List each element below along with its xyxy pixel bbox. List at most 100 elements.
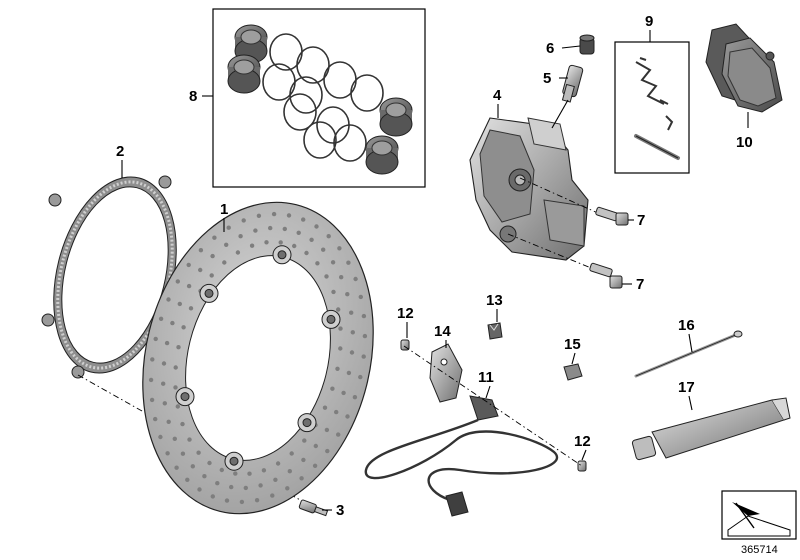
disc-hole [278,240,283,245]
disc-hole [158,316,164,321]
disc-hole [172,436,177,441]
disc-hole [181,325,186,330]
disc-hole [256,213,262,218]
disc-hole [198,248,204,253]
disc-hole [161,361,167,366]
disc-screw [298,499,329,517]
callout-6: 6 [546,40,554,57]
disc-hole [222,260,227,265]
callout-12-lower: 12 [574,433,591,450]
disc-hole [299,476,304,481]
disc-hole [153,416,158,422]
disc-hole [296,230,301,235]
disc-hole [164,340,170,346]
disc-hole [186,262,191,268]
disc-bobbin-hole [277,250,287,260]
disc-hole [238,234,243,239]
disc-hole [330,386,335,391]
caliper-bolt-upper [595,206,629,226]
disc-hole [188,306,194,311]
disc-hole [326,234,331,239]
disc-hole [190,464,195,469]
disc-hole [275,461,281,466]
pad-fitting-kit-frame [614,41,690,174]
disc-hole [345,292,350,297]
disc-hole [346,370,352,376]
disc-hole [226,225,231,230]
disc-hole [301,217,306,222]
piston-top-left [234,24,268,64]
disc-hole [309,237,314,242]
disc-hole [361,313,367,319]
disc-hole [215,481,220,486]
disc-hole [166,419,171,424]
callout-4: 4 [493,87,502,104]
disc-hole [325,448,330,454]
disc-hole [165,451,170,456]
disc-hole [322,405,328,410]
disc-hole [224,498,230,503]
piston-mid-right [379,97,413,137]
disc-hole [202,474,207,479]
disc-hole [334,409,339,415]
disc-hole [185,477,190,482]
disc-hole [148,377,154,383]
callout-labels: 1 2 3 4 5 6 7 7 8 9 10 11 12 12 13 14 15… [116,13,753,519]
disc-hole [264,240,269,245]
disc-hole [304,250,309,256]
disc-hole [285,486,290,491]
disc-hole [253,228,258,233]
abs-sensor-ring [41,175,177,379]
disc-hole [336,307,341,312]
disc-hole [173,365,178,370]
disc-hole [302,438,307,443]
disc-hole [243,485,248,491]
doc-number: 365714 [741,544,778,556]
disc-hole [219,467,224,473]
disc-hole [335,366,340,371]
disc-hole [287,469,292,474]
pad-fitting-kit [634,57,680,160]
callout-9: 9 [645,13,653,30]
disc-bobbin-hole [302,418,312,428]
piston-kit-frame [212,8,426,188]
disc-hole [235,250,241,255]
disc-hole [233,471,238,476]
disc-hole [187,437,192,442]
disc-hole [180,421,185,427]
disc-hole [271,211,277,217]
disc-hole [337,246,342,251]
disc-hole [324,274,329,279]
disc-hole [186,283,192,289]
disc-bobbins [175,245,341,471]
disc-hole [330,260,336,265]
seal-rings [262,33,384,162]
abs-sensor [364,395,558,517]
disc-hole [289,451,294,456]
disc-hole [315,261,320,266]
disc-hole [174,465,179,470]
disc-hole [198,267,203,273]
disc-perforations [148,211,368,505]
disc-hole [336,432,341,437]
disc-hole [162,401,167,406]
disc-hole [350,330,355,335]
cable-clip-15 [563,363,583,381]
disc-hole [254,498,260,503]
caliper-bolt-lower [589,262,623,289]
disc-hole [338,326,343,331]
disc-hole [149,397,155,403]
disc-hole [175,404,180,409]
disc-hole [210,494,215,499]
callout-7-lower: 7 [636,276,644,293]
disc-hole [150,357,155,362]
disc-hole [270,493,275,498]
disc-hole [176,345,181,350]
disc-hole [161,381,166,386]
disc-hole [177,301,182,307]
disc-hole [175,279,180,284]
disc-hole [292,243,297,249]
disc-hole [209,273,214,278]
piston-mid-left [227,54,261,94]
